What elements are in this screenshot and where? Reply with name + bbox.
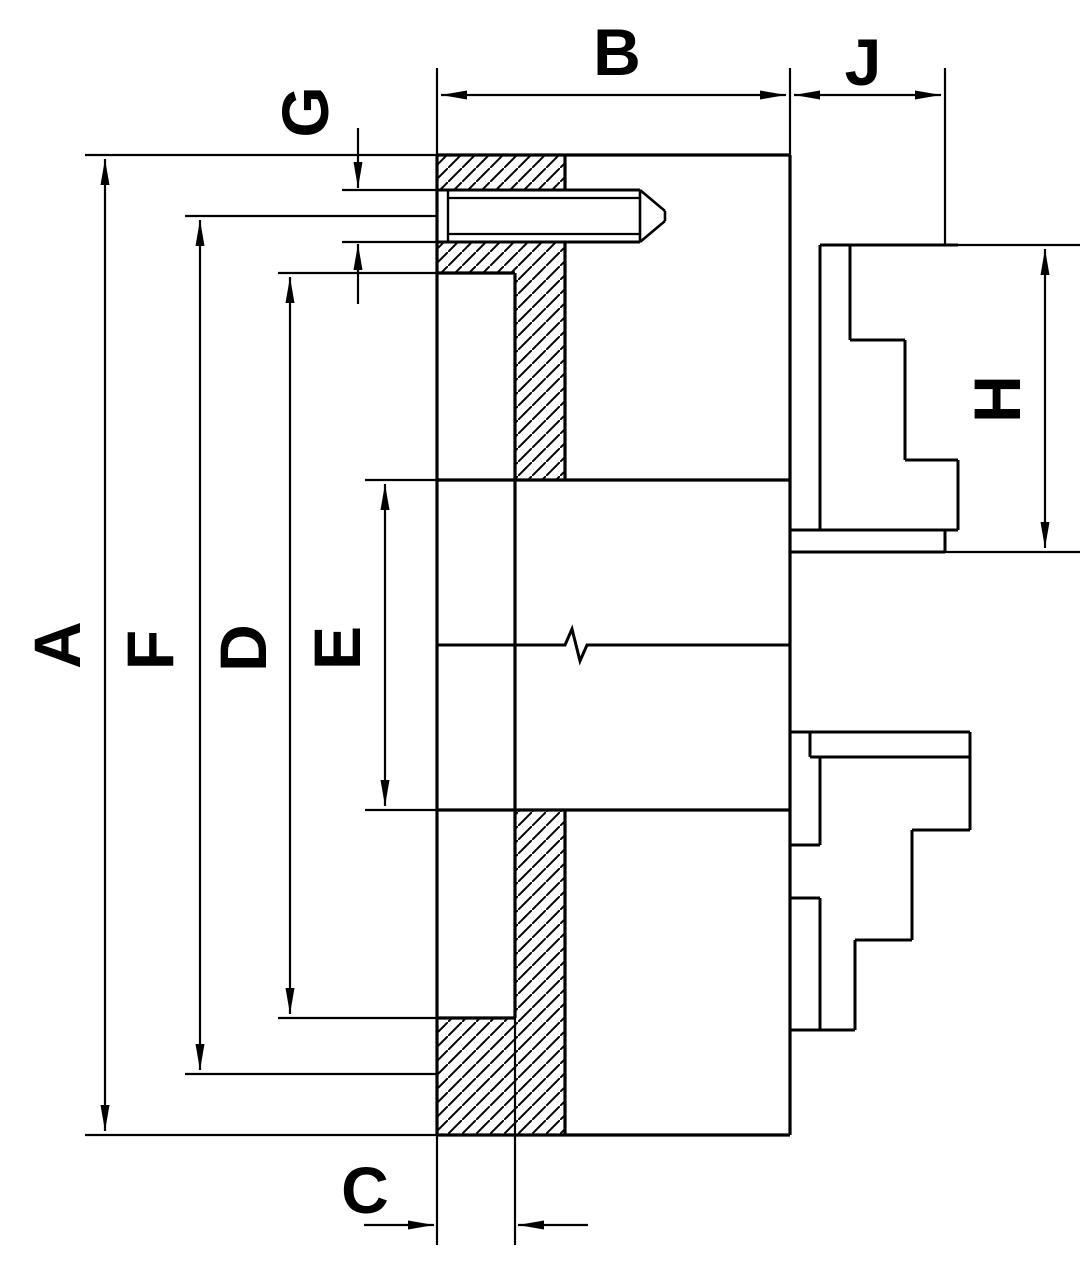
bottom-jaw-profile: [790, 730, 972, 1032]
hatch-region: [515, 273, 565, 480]
dimension-label-J: J: [845, 25, 882, 99]
top-jaw-profile: [790, 243, 960, 554]
mounting-screw: [437, 188, 667, 244]
dimension-B: B: [441, 15, 786, 100]
section-hatching: [437, 155, 565, 1135]
center-break-line: [437, 624, 790, 666]
dimension-G: G: [268, 86, 363, 304]
dimension-E: E: [300, 484, 390, 806]
extension-lines: [85, 68, 1080, 1245]
hatch-region: [515, 810, 565, 1018]
dimension-label-H: H: [960, 375, 1034, 423]
dimension-F: F: [113, 220, 205, 1070]
dimension-C: C: [341, 1153, 588, 1230]
hatch-region: [437, 242, 565, 273]
dimension-H: H: [960, 249, 1050, 548]
dimension-label-E: E: [300, 626, 374, 670]
dimension-label-F: F: [113, 630, 187, 670]
dimension-label-G: G: [268, 86, 342, 137]
dimension-label-C: C: [341, 1153, 389, 1227]
dimension-label-D: D: [206, 624, 280, 672]
hatch-region: [437, 1018, 565, 1135]
hatch-region: [437, 155, 565, 190]
dimension-A: A: [20, 159, 110, 1131]
dimension-J: J: [794, 25, 941, 100]
dimension-label-B: B: [593, 15, 641, 89]
dimension-D: D: [206, 277, 295, 1014]
dimension-label-A: A: [20, 621, 94, 669]
